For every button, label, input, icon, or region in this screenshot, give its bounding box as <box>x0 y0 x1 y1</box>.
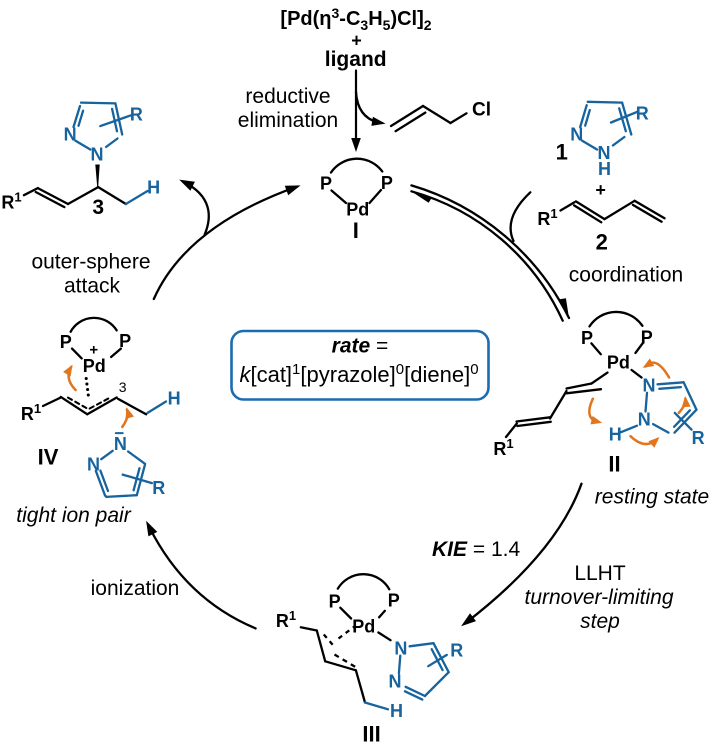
svg-text:N: N <box>638 409 651 429</box>
svg-text:P: P <box>320 173 332 193</box>
svg-text:resting state: resting state <box>595 486 709 509</box>
svg-text:N: N <box>114 434 127 454</box>
svg-text:H: H <box>147 178 160 198</box>
svg-text:3: 3 <box>119 379 127 395</box>
svg-text:III: III <box>362 722 380 747</box>
svg-text:R: R <box>450 641 463 661</box>
svg-text:N: N <box>91 145 104 165</box>
svg-text:R: R <box>152 478 165 498</box>
svg-text:k[cat]1[pyrazole]0[diene]0: k[cat]1[pyrazole]0[diene]0 <box>239 361 478 387</box>
svg-text:N: N <box>87 455 100 475</box>
svg-text:+: + <box>351 31 362 51</box>
svg-text:N: N <box>570 125 583 145</box>
svg-text:N: N <box>643 376 656 396</box>
svg-text:turnover-limiting: turnover-limiting <box>525 586 674 609</box>
svg-text:H: H <box>609 425 622 445</box>
svg-text:N: N <box>64 125 77 145</box>
svg-text:Pd: Pd <box>346 199 369 219</box>
svg-text:Pd: Pd <box>607 353 630 373</box>
svg-text:I: I <box>353 218 359 243</box>
svg-text:rate =: rate = <box>332 335 389 358</box>
svg-text:3: 3 <box>92 196 104 219</box>
svg-text:ligand: ligand <box>325 48 387 71</box>
svg-text:KIE = 1.4: KIE = 1.4 <box>432 538 520 561</box>
svg-text:H: H <box>598 159 611 179</box>
svg-text:reductive: reductive <box>245 85 330 108</box>
svg-text:P: P <box>381 173 393 193</box>
svg-text:+: + <box>89 342 98 359</box>
svg-text:+: + <box>595 180 606 200</box>
svg-text:attack: attack <box>64 275 121 298</box>
svg-text:R: R <box>636 104 649 124</box>
svg-text:R: R <box>692 428 705 448</box>
svg-text:P: P <box>119 331 131 351</box>
svg-text:elimination: elimination <box>238 109 338 132</box>
svg-text:R: R <box>130 104 143 124</box>
svg-text:Pd: Pd <box>352 616 375 636</box>
svg-text:P: P <box>388 590 400 610</box>
svg-text:1: 1 <box>556 140 568 165</box>
svg-text:P: P <box>60 332 72 352</box>
svg-text:tight ion pair: tight ion pair <box>16 504 131 527</box>
svg-text:[Pd(η3-C3H5)Cl]2: [Pd(η3-C3H5)Cl]2 <box>280 5 431 33</box>
svg-text:H: H <box>390 701 403 721</box>
svg-text:H: H <box>168 388 181 408</box>
svg-text:N: N <box>389 672 402 692</box>
svg-text:Pd: Pd <box>83 356 106 376</box>
svg-text:P: P <box>329 592 341 612</box>
svg-text:N: N <box>394 639 407 659</box>
svg-text:N: N <box>598 143 611 163</box>
svg-text:II: II <box>608 452 620 477</box>
svg-text:P: P <box>581 328 593 348</box>
svg-text:ionization: ionization <box>91 577 180 600</box>
svg-text:IV: IV <box>38 445 59 470</box>
svg-text:LLHT: LLHT <box>574 562 626 585</box>
svg-text:Cl: Cl <box>472 100 491 121</box>
svg-text:2: 2 <box>596 230 608 255</box>
svg-text:step: step <box>580 610 620 633</box>
svg-text:outer-sphere: outer-sphere <box>31 251 150 274</box>
svg-text:coordination: coordination <box>569 264 683 287</box>
